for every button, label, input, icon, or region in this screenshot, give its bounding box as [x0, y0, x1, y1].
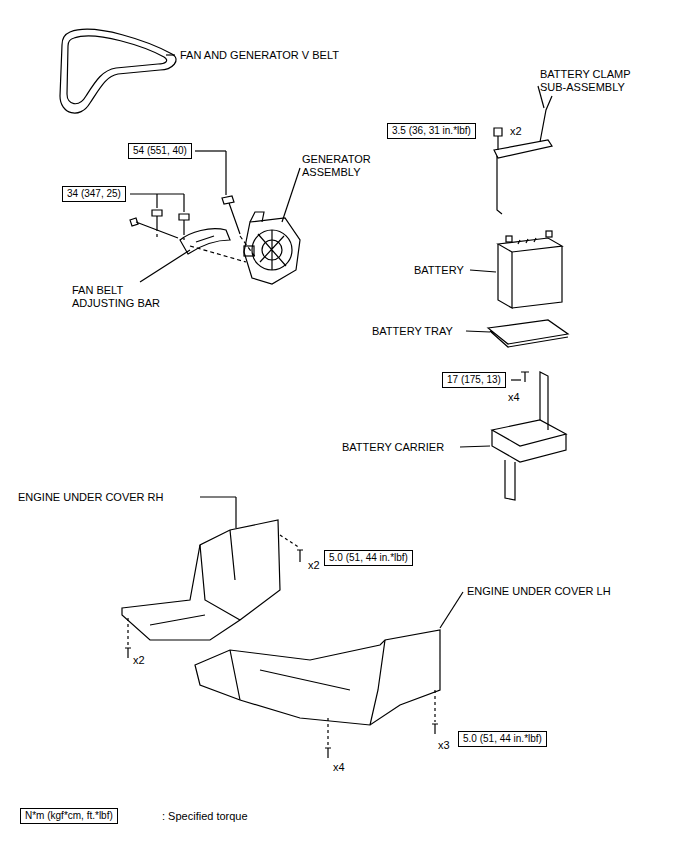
- part-name: BATTERY CLAMP SUB-ASSEMBLY: [540, 68, 650, 94]
- part-name: BATTERY: [414, 264, 464, 277]
- quantity-mark: x2: [510, 125, 522, 138]
- battery-clamp: [494, 96, 552, 214]
- torque-value: 3.5 (36, 31 in.*lbf): [392, 125, 471, 136]
- torque-box: 54 (551, 40): [128, 143, 192, 159]
- part-name: BATTERY TRAY: [372, 325, 453, 338]
- under-cover-rh: [122, 520, 280, 640]
- under-cover-lh: [195, 630, 440, 725]
- torque-value: N*m (kgf*cm, ft.*lbf): [25, 810, 113, 821]
- v-belt: [60, 29, 176, 113]
- battery: [498, 231, 562, 308]
- torque-value: 34 (347, 25): [67, 188, 121, 199]
- part-name: FAN AND GENERATOR V BELT: [180, 49, 339, 62]
- quantity-mark: x3: [438, 739, 450, 752]
- part-name: BATTERY CARRIER: [342, 441, 444, 454]
- quantity-mark: x2: [308, 559, 320, 572]
- torque-box: 34 (347, 25): [62, 186, 126, 202]
- part-name: ENGINE UNDER COVER LH: [467, 585, 611, 598]
- quantity-mark: x4: [333, 761, 345, 774]
- battery-carrier: [492, 372, 566, 500]
- battery-tray: [488, 320, 568, 347]
- part-name: GENERATOR ASSEMBLY: [302, 153, 380, 179]
- torque-value: 54 (551, 40): [133, 145, 187, 156]
- part-name: FAN BELT ADJUSTING BAR: [72, 284, 172, 310]
- unit-legend-box: N*m (kgf*cm, ft.*lbf): [20, 808, 118, 824]
- quantity-mark: x2: [133, 654, 145, 667]
- generator: [244, 212, 300, 284]
- part-name: ENGINE UNDER COVER RH: [18, 491, 163, 504]
- legend-text: : Specified torque: [162, 810, 248, 823]
- torque-box: 17 (175, 13): [442, 372, 506, 388]
- torque-value: 5.0 (51, 44 in.*lbf): [463, 733, 542, 744]
- torque-value: 17 (175, 13): [447, 374, 501, 385]
- quantity-mark: x4: [508, 391, 520, 404]
- torque-value: 5.0 (51, 44 in.*lbf): [329, 552, 408, 563]
- v-belt-inner: [67, 36, 167, 104]
- torque-box: 5.0 (51, 44 in.*lbf): [324, 550, 413, 566]
- torque-box: 5.0 (51, 44 in.*lbf): [458, 731, 547, 747]
- torque-box: 3.5 (36, 31 in.*lbf): [387, 123, 476, 139]
